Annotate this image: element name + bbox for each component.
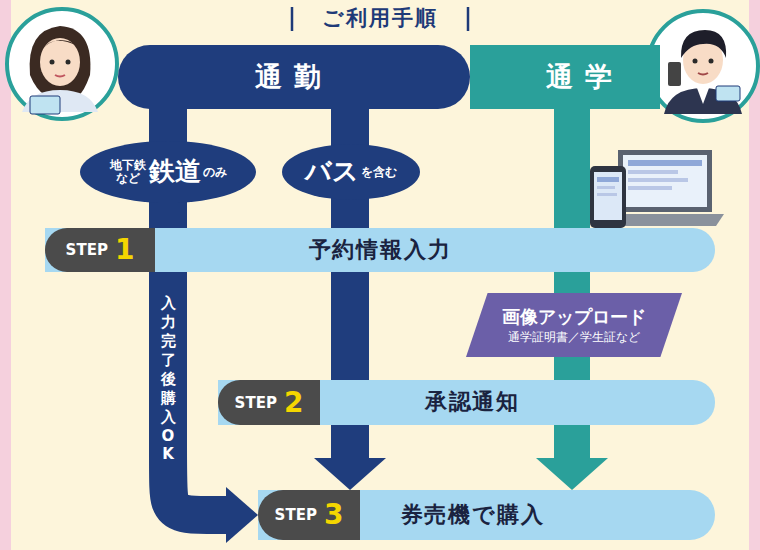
commuter-avatar [7,9,117,119]
student-avatar [716,86,740,101]
node-label: 通学証明書／学生証など [508,330,640,344]
flow-connector [149,103,187,147]
commuter-avatar [50,60,55,65]
laptop-phone-icon [618,150,712,212]
commuter-avatar [30,96,60,114]
flow-connector [350,103,351,150]
student-avatar [709,59,714,64]
node-label: 通勤 [255,61,333,93]
laptop-phone-icon [628,170,678,174]
step-tag: STEP 2 [218,380,320,425]
school-band: 通学 [470,45,660,109]
node-content: 通勤 [118,45,470,109]
commuter-avatar [40,38,80,86]
student-avatar [668,62,681,86]
laptop-phone-icon [628,160,702,166]
node-label: 画像アップロード [502,306,646,328]
node-label: STEP [66,241,108,259]
student-avatar [681,30,726,58]
flow-connector [314,419,386,490]
laptop-phone-icon [597,177,619,182]
arrow-head [536,458,608,490]
node-content: STEP 3 [258,490,360,540]
node-label: のみ [203,165,227,179]
laptop-phone-icon [594,172,622,220]
flow-connector [350,266,351,386]
laptop-phone-icon [628,178,688,182]
student-avatar [648,11,758,121]
student-avatar [648,11,758,121]
bus-oval: バスを含む [282,144,420,200]
node-label: 鉄道 [149,156,201,187]
flow-connector [168,103,169,147]
flow-connector [554,419,590,459]
step-tag: STEP 3 [258,490,360,540]
laptop-phone-icon [623,155,707,207]
node-content: STEP 2 [218,380,320,425]
step-band: 承認通知 STEP 2 [218,380,715,425]
flow-connector [331,266,369,386]
rail-only-oval: 地下鉄 など鉄道のみ [80,141,256,203]
flow-connector [554,103,590,234]
student-avatar [698,73,708,75]
node-content: 通学 [470,45,660,109]
edge-label: 入力完了後 購入OK [161,294,176,463]
title-bracket [467,7,470,31]
node-label: STEP [275,506,317,524]
node-label: 2 [284,386,303,420]
flow-connector [331,103,369,150]
laptop-phone-icon [590,150,724,228]
upload-parallelogram: 画像アップロード通学証明書／学生証など [466,293,682,357]
node-label: 予約情報入力 [309,237,452,263]
node-label: 地下鉄 など [109,159,147,185]
laptop-phone-icon [597,193,617,196]
node-label: STEP [235,394,277,412]
flow-connector [572,103,573,234]
node-content: バスを含む [282,144,420,200]
node-label: 1 [115,233,134,267]
node-content: 地下鉄 など鉄道のみ [80,141,256,203]
arrow-head [314,458,386,490]
node-label: 券売機で購入 [401,502,545,528]
step-band: 予約情報入力 STEP 1 [45,228,715,272]
laptop-phone-icon [628,186,672,190]
flow-connector [331,419,369,459]
laptop-phone-icon [597,186,615,189]
upload-parallelogram-outline [466,293,682,357]
node-content: STEP 1 [45,228,155,272]
title: ご利用手順 [0,4,760,32]
node-label: 通学 [546,61,624,93]
node-label: バス [305,156,359,187]
rail-only-oval-outline [80,141,256,203]
commuter-avatar [40,40,78,55]
bus-oval-outline [282,144,420,200]
title-bracket [291,7,294,31]
commuter-avatar [55,75,65,77]
step-tag: STEP 1 [45,228,155,272]
node-label: を含む [361,165,397,179]
commute-band: 通勤 [118,45,470,109]
commuter-avatar [7,9,117,119]
step-band: 券売機で購入 STEP 3 [258,490,715,540]
student-avatar [697,88,709,104]
commuter-avatar [66,60,71,65]
flow-connector [536,419,608,490]
commuter-avatar [30,26,91,96]
laptop-phone-icon [590,166,626,228]
node-content: 画像アップロード通学証明書／学生証など [466,293,682,357]
node-label: 承認通知 [425,389,520,415]
student-avatar [693,59,698,64]
arrow-head [226,487,258,543]
node-label: 3 [324,498,343,532]
